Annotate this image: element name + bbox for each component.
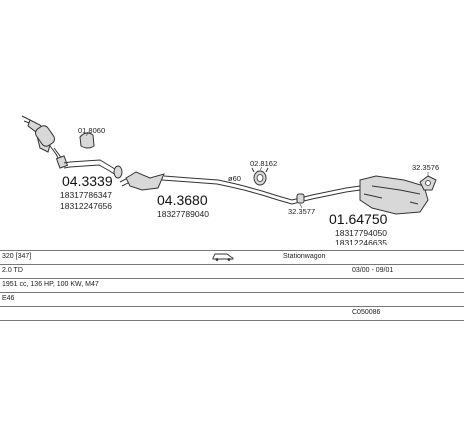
rear-silencer-part[interactable] bbox=[359, 175, 429, 215]
vehicle-row-engine: 2.0 TD 03/00 - 09/01 bbox=[0, 264, 464, 277]
chassis-value: E46 bbox=[2, 295, 15, 302]
system-code-value: C050086 bbox=[352, 309, 381, 316]
gasket-part[interactable] bbox=[79, 132, 95, 149]
hanger-part[interactable] bbox=[419, 175, 437, 191]
exhaust-system-diagram: 01.8060 04.3339 18317786347 18312247656 … bbox=[21, 115, 439, 245]
station-wagon-icon bbox=[212, 251, 234, 263]
part-number-p6: 01.64750 bbox=[329, 211, 388, 227]
vehicle-row-code: C050086 bbox=[0, 306, 464, 319]
table-bottom-divider bbox=[0, 320, 464, 321]
part-number-p4: 02.8162 bbox=[250, 159, 277, 168]
pipe-diameter-label: ø60 bbox=[228, 174, 241, 183]
part-ref-p6-b: 18312246635 bbox=[335, 238, 387, 245]
engine-spec-value: 1951 cc, 136 HP, 100 KW, M47 bbox=[2, 281, 99, 288]
middle-silencer-part[interactable] bbox=[119, 171, 245, 191]
part-ref-p6-a: 18317794050 bbox=[335, 228, 387, 238]
body-type-value: Stationwagon bbox=[283, 253, 326, 260]
part-number-p1: 01.8060 bbox=[78, 126, 105, 135]
part-ref-p2-b: 18312247656 bbox=[60, 201, 112, 211]
catalytic-converter-part[interactable] bbox=[21, 115, 123, 179]
vehicle-row-chassis: E46 bbox=[0, 292, 464, 305]
part-ref-p2-a: 18317786347 bbox=[60, 190, 112, 200]
part-number-p2: 04.3339 bbox=[62, 173, 113, 189]
part-number-p7: 32.3576 bbox=[412, 163, 439, 172]
model-value: 320 [347] bbox=[2, 253, 32, 260]
vehicle-row-model: 320 [347] Stationwagon bbox=[0, 250, 464, 263]
vehicle-row-spec: 1951 cc, 136 HP, 100 KW, M47 bbox=[0, 278, 464, 291]
rubber-mount-part[interactable] bbox=[296, 193, 305, 204]
rear-pipe-part[interactable] bbox=[243, 185, 361, 205]
part-number-p5: 32.3577 bbox=[288, 207, 315, 216]
part-number-p3: 04.3680 bbox=[157, 192, 208, 208]
production-years-value: 03/00 - 09/01 bbox=[352, 267, 394, 274]
part-ref-p3-a: 18327789040 bbox=[157, 209, 209, 219]
clamp-part[interactable] bbox=[251, 167, 269, 186]
engine-value: 2.0 TD bbox=[2, 267, 23, 274]
